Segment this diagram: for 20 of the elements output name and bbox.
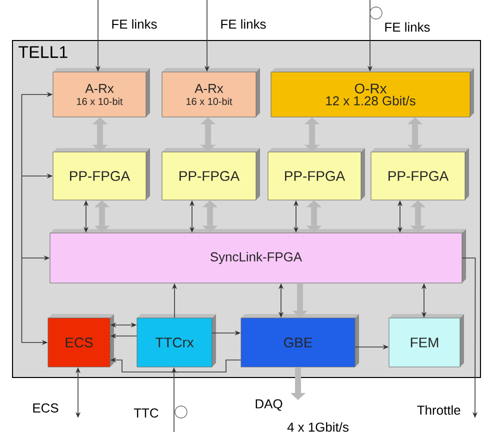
module-box: GBE	[240, 314, 359, 368]
module-box: FEM	[388, 314, 464, 368]
fpga-box: PP-FPGA	[162, 148, 260, 200]
edge-label: Throttle	[417, 405, 460, 415]
fpga-box: PP-FPGA	[370, 148, 469, 200]
module-box: ECS	[48, 314, 114, 368]
receiver-box: O-Rx 12 x 1.28 Gbit/s	[270, 68, 474, 118]
edge-label: ECS	[33, 403, 58, 413]
edge-label: FE links	[112, 19, 157, 29]
edge-label: DAQ	[256, 399, 282, 411]
module-box: TTCrx	[136, 314, 216, 368]
rate-label: 4 x 1Gbit/s	[287, 422, 348, 432]
receiver-box: A-Rx 16 x 10-bit	[162, 68, 260, 118]
receiver-box: A-Rx 16 x 10-bit	[52, 68, 150, 118]
fpga-box: SyncLink-FPGA	[50, 229, 466, 284]
fpga-box: PP-FPGA	[52, 148, 150, 200]
fpga-box: PP-FPGA	[268, 148, 365, 200]
edge-label: FE links	[385, 22, 430, 32]
edge-label: TTC	[134, 408, 158, 418]
edge-label: FE links	[221, 19, 266, 29]
